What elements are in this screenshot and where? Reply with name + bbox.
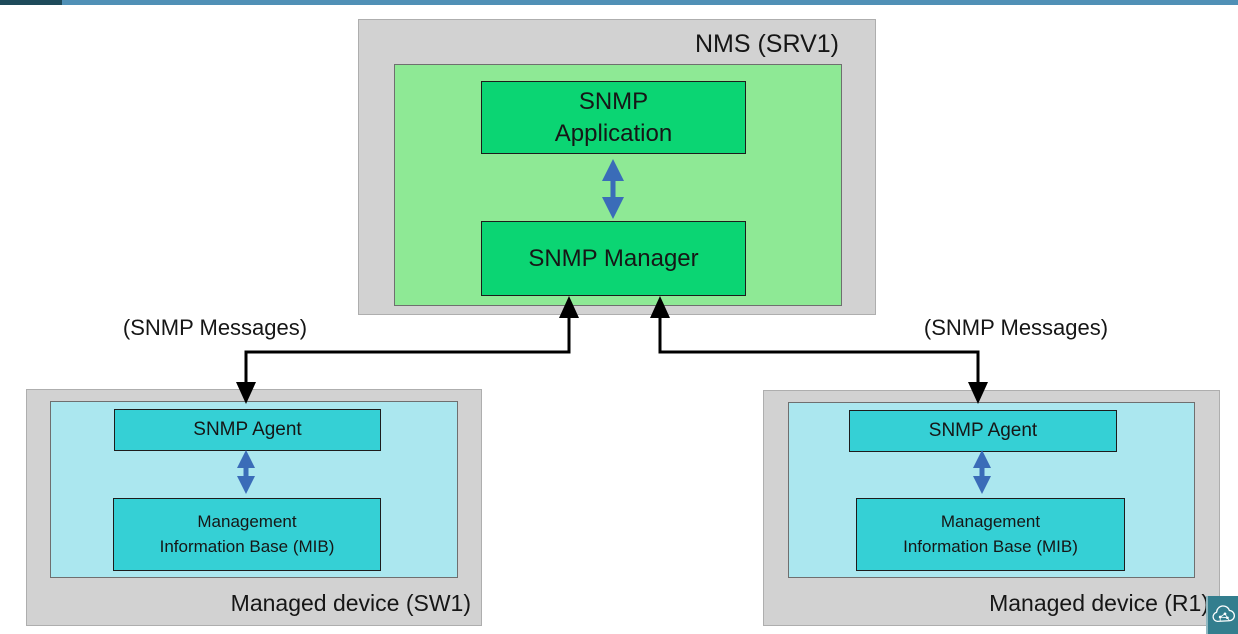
sw1-snmp-agent-label: SNMP Agent xyxy=(193,419,302,441)
snmp-application-label-line2: Application xyxy=(554,119,673,147)
video-progress-bar[interactable] xyxy=(0,0,1238,5)
nms-group: NMS (SRV1) SNMP Application SNMP Manager xyxy=(358,19,876,315)
cloud-network-glyph xyxy=(1212,605,1235,623)
sw1-mib-label-line2: Information Base (MIB) xyxy=(159,536,335,556)
r1-mib-label-line2: Information Base (MIB) xyxy=(903,536,1078,556)
sw1-mib-node: Management Information Base (MIB) xyxy=(113,498,381,571)
r1-mib-node: Management Information Base (MIB) xyxy=(856,498,1125,571)
r1-snmp-agent-node: SNMP Agent xyxy=(849,410,1117,452)
snmp-manager-node: SNMP Manager xyxy=(481,221,746,296)
nms-title: NMS (SRV1) xyxy=(694,30,839,58)
snmp-application-label-line1: SNMP xyxy=(578,87,649,115)
r1-title: Managed device (R1) xyxy=(989,590,1209,616)
r1-snmp-agent-label: SNMP Agent xyxy=(928,420,1038,442)
snmp-messages-label-left: (SNMP Messages) xyxy=(122,315,308,340)
snmp-messages-label-right: (SNMP Messages) xyxy=(923,315,1109,340)
sw1-snmp-agent-node: SNMP Agent xyxy=(114,409,381,451)
managed-device-r1-group: SNMP Agent Management Information Base (… xyxy=(763,390,1220,626)
progress-remaining-segment xyxy=(62,0,1238,5)
snmp-application-node: SNMP Application xyxy=(481,81,746,154)
snmp-manager-label: SNMP Manager xyxy=(528,244,699,272)
cloud-network-icon xyxy=(1206,596,1238,634)
sw1-mib-label-line1: Management xyxy=(197,512,297,532)
progress-watched-segment xyxy=(0,0,62,5)
managed-device-sw1-group: SNMP Agent Management Information Base (… xyxy=(26,389,482,626)
sw1-title: Managed device (SW1) xyxy=(230,590,471,616)
r1-mib-label-line1: Management xyxy=(940,512,1041,532)
